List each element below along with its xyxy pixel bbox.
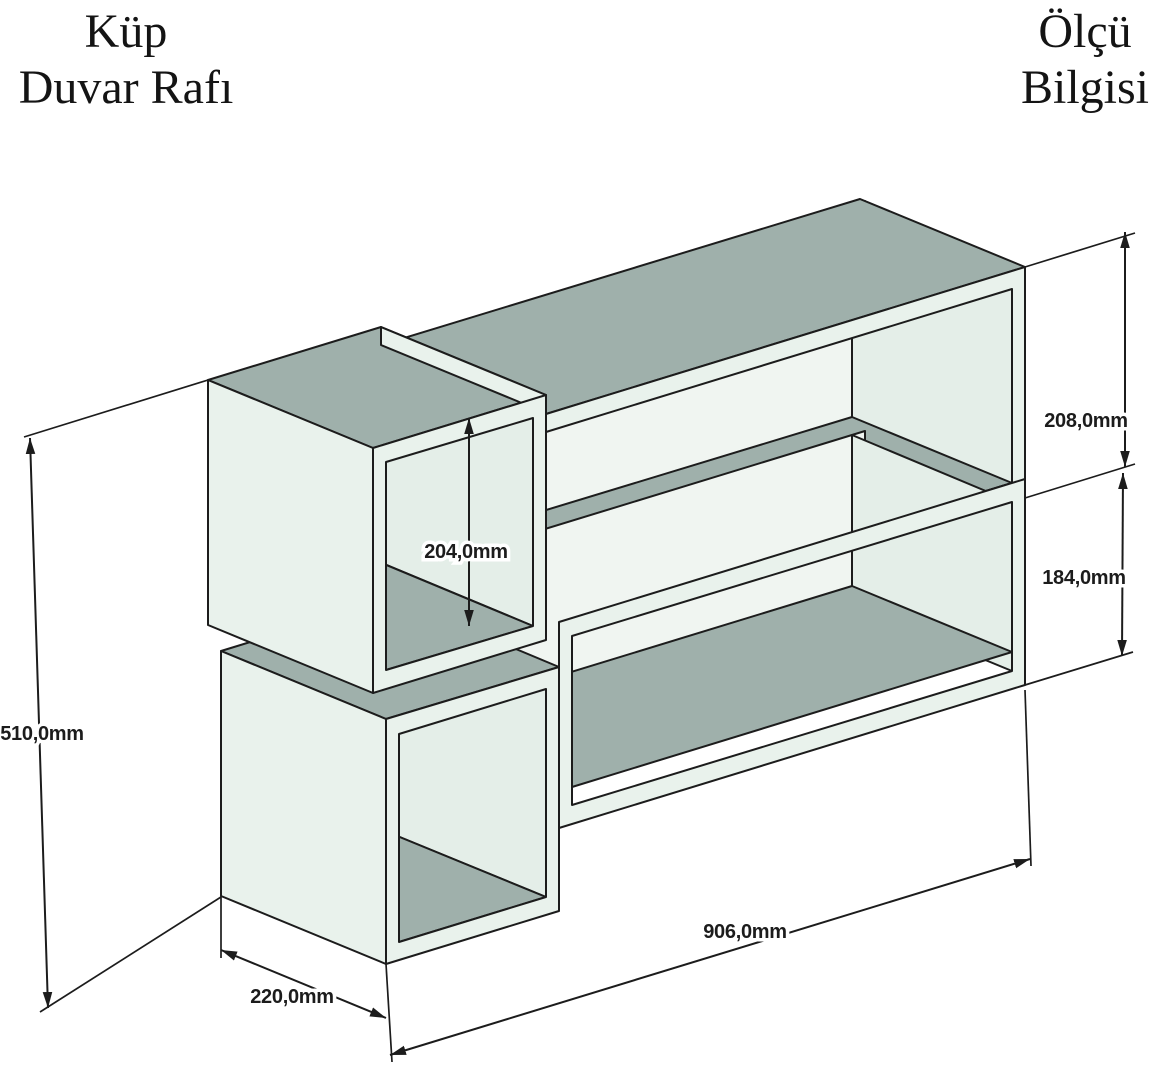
dimension-total-height: 510,0mm — [0, 379, 222, 1013]
dimension-upper-shelf-height: 208,0mm — [1024, 232, 1136, 499]
dimension-label-cube-inner-height: 204,0mm — [424, 541, 508, 563]
extension-line — [1024, 689, 1032, 867]
dimension-label-upper-shelf-height: 208,0mm — [1044, 410, 1128, 432]
product-title-line1: Küp — [84, 5, 168, 58]
dimension-label-total-height: 510,0mm — [0, 723, 84, 745]
dimension-line — [220, 949, 387, 1019]
dimension-depth: 220,0mm — [220, 897, 387, 1019]
upper-cube-front-frame — [372, 394, 547, 694]
extension-line — [1024, 463, 1136, 499]
info-title-line1: Ölçü — [1038, 5, 1132, 58]
dimension-cube-inner-height: 204,0mm — [421, 418, 512, 626]
dimension-line — [1117, 472, 1128, 657]
dimension-label-lower-shelf-height: 184,0mm — [1042, 567, 1126, 589]
extension-line — [39, 896, 222, 1013]
info-title: Ölçü Bilgisi — [996, 4, 1174, 116]
upper-cube — [207, 326, 547, 694]
product-title-line2: Duvar Rafı — [18, 61, 234, 115]
info-title-line2: Bilgisi — [1020, 61, 1150, 115]
dimension-total-width: 906,0mm — [385, 689, 1032, 1063]
dimension-line — [25, 437, 53, 1009]
dimension-line — [389, 858, 1031, 1056]
product-title: Küp Duvar Rafı — [0, 4, 252, 116]
dimension-label-depth: 220,0mm — [250, 986, 334, 1008]
extension-line — [1024, 651, 1134, 686]
extension-line — [1024, 232, 1136, 268]
extension-line — [385, 963, 393, 1063]
dimension-label-total-width: 906,0mm — [703, 921, 787, 943]
dimension-lower-shelf-height: 184,0mm — [1024, 472, 1134, 686]
extension-line — [23, 379, 209, 438]
